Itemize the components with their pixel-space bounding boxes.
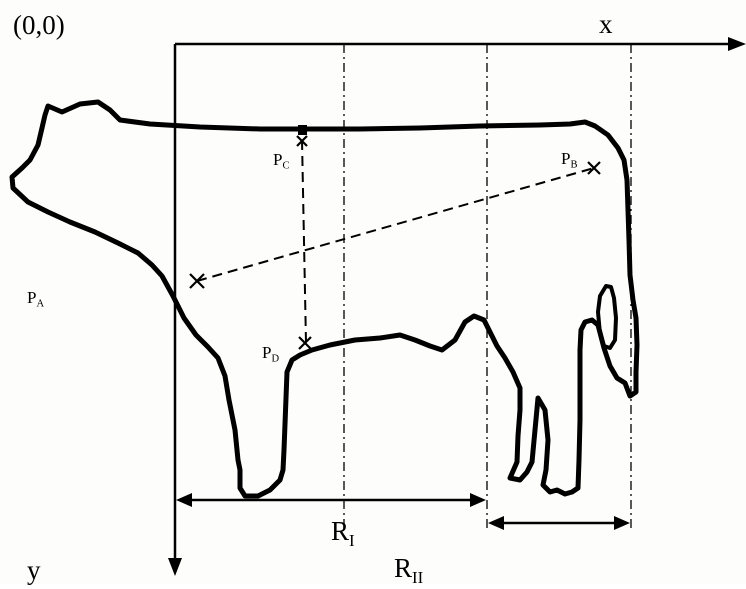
point-label-b: PB [561, 149, 578, 171]
range-arrow-r2-right-head [614, 516, 630, 530]
range-arrow-r1-right-head [470, 493, 486, 507]
point-marker-a [189, 273, 205, 289]
point-c-top-mark [298, 125, 307, 135]
cow-tail [596, 284, 618, 350]
cow-outline [9, 99, 640, 499]
point-label-a: PA [27, 288, 45, 310]
range-label-r2: RII [394, 553, 424, 587]
y-axis-label: y [27, 555, 41, 585]
range-arrow-r1-left-head [176, 493, 192, 507]
range-label-r1: RI [331, 516, 355, 550]
x-axis-arrowhead [728, 37, 746, 51]
point-marker-b [587, 161, 601, 175]
origin-label: (0,0) [13, 10, 65, 40]
point-marker-d [298, 336, 312, 350]
x-axis-label: x [599, 9, 613, 39]
point-label-c: PC [273, 150, 290, 172]
y-axis-arrowhead [168, 558, 182, 576]
point-marker-c [296, 135, 308, 147]
dashed-line-pc-pd [301, 139, 307, 344]
dashed-line-pa-pb [196, 167, 595, 282]
range-arrow-r2-left-head [488, 516, 504, 530]
point-label-d: PD [262, 343, 280, 365]
